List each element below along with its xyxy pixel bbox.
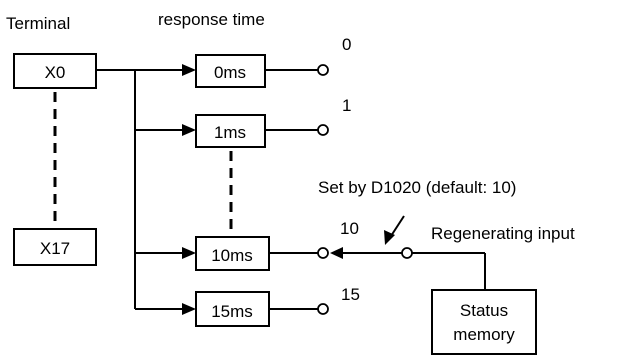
selector-contact-0 <box>317 64 329 76</box>
branch-1ms <box>135 124 196 136</box>
terminal-x0-label: X0 <box>45 63 66 82</box>
status-memory-line2: memory <box>453 325 515 344</box>
filter-10ms-box <box>195 236 270 271</box>
arrow-head <box>182 64 196 76</box>
status-memory-line1: Status <box>460 301 508 320</box>
contact-index-15: 15 <box>341 285 360 304</box>
arrow-head <box>182 247 196 259</box>
set-by-arrow-line <box>390 215 405 237</box>
filter-0ms-box <box>195 54 266 88</box>
selector-arrow-head <box>330 247 343 259</box>
terminal-label: Terminal <box>6 14 70 33</box>
selector-contact-1 <box>317 124 329 136</box>
response-time-label: response time <box>158 10 265 29</box>
arrow-head <box>182 124 196 136</box>
selector-pivot <box>401 247 413 259</box>
filter-10ms-label: 10ms <box>211 246 253 265</box>
filter-15ms-label: 15ms <box>211 302 253 321</box>
status-memory-box <box>431 289 537 355</box>
arrow-head <box>182 303 196 315</box>
terminal-x0-box <box>13 53 97 89</box>
terminal-x17-box <box>13 228 97 266</box>
branch-15ms <box>135 303 196 315</box>
filter-0ms-label: 0ms <box>214 63 246 82</box>
set-by-arrow-head <box>384 230 395 245</box>
selector-contact-15 <box>317 303 329 315</box>
regenerating-input-label: Regenerating input <box>431 224 575 243</box>
branch-0ms <box>135 64 196 76</box>
contact-index-1: 1 <box>342 96 351 115</box>
terminal-x17-label: X17 <box>40 239 70 258</box>
contact-index-0: 0 <box>342 35 351 54</box>
branch-10ms <box>135 247 196 259</box>
filter-1ms-label: 1ms <box>214 123 246 142</box>
selector-contact-10 <box>317 247 329 259</box>
contact-index-10: 10 <box>340 219 359 238</box>
set-by-label: Set by D1020 (default: 10) <box>318 178 516 197</box>
